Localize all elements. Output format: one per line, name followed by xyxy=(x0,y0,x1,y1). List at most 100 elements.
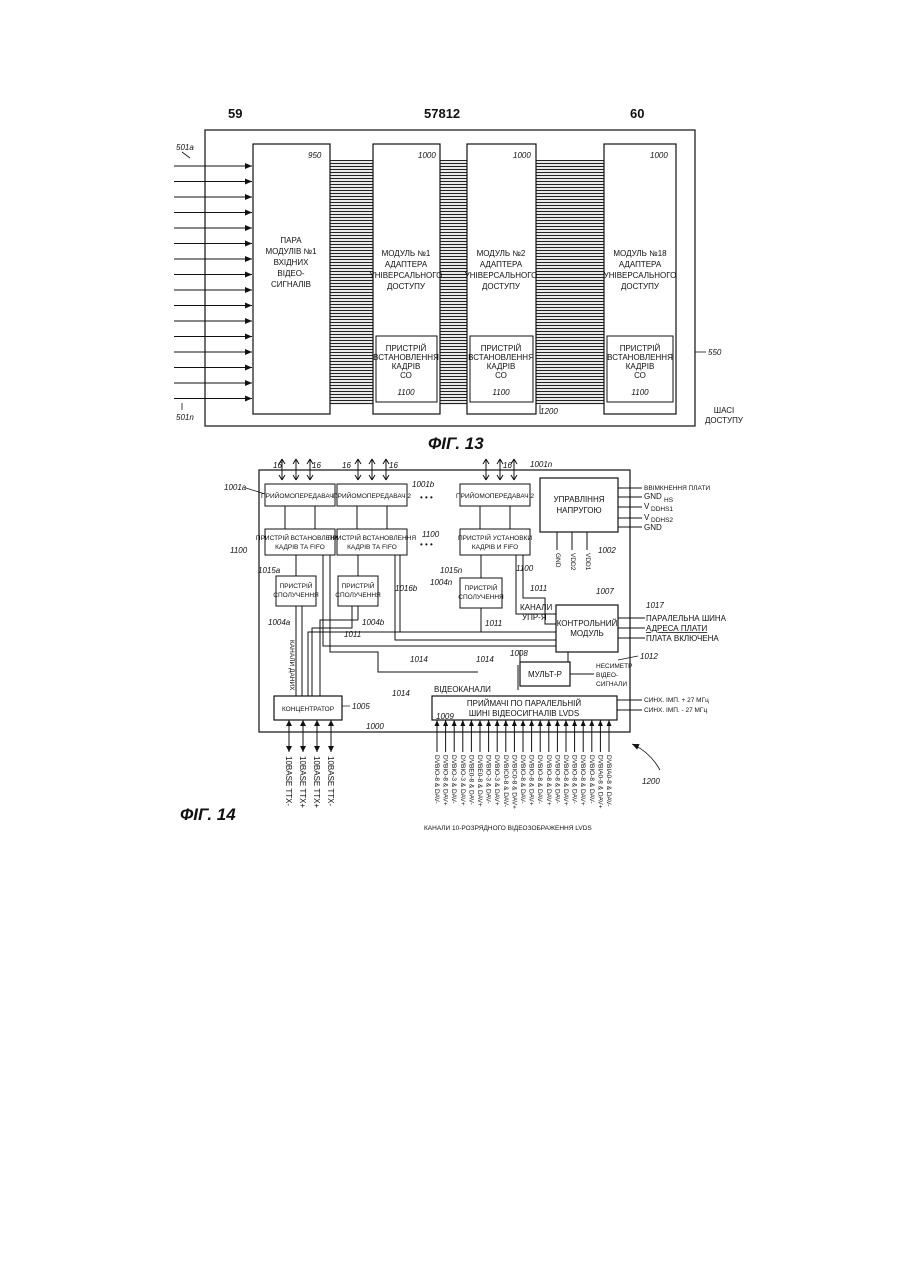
svg-text:ПРИЙОМОПЕРЕДАВАЧ 1: ПРИЙОМОПЕРЕДАВАЧ 1 xyxy=(261,491,339,500)
lvds-pin-arrow xyxy=(529,720,534,726)
svg-text:ПРИСТРІЙ: ПРИСТРІЙ xyxy=(481,344,522,353)
svg-text:СИНХ. ІМП. + 27 МГц: СИНХ. ІМП. + 27 МГц xyxy=(644,697,709,704)
bus-hatch-2 xyxy=(440,160,467,405)
module-ref: 1000 xyxy=(513,151,531,160)
frame-fifo-unit-n xyxy=(460,529,530,555)
lvds-label: DVBIO-3 & DAV- xyxy=(450,755,457,804)
ref-1014-a: 1014 xyxy=(410,655,428,664)
svg-text:ВСТАНОВЛЕННЯ: ВСТАНОВЛЕННЯ xyxy=(373,353,439,362)
ethernet-pin-arrow xyxy=(300,746,306,752)
lvds-label: DVBIA0-8 & DAV+ xyxy=(596,755,603,809)
svg-text:1100: 1100 xyxy=(397,388,415,397)
svg-text:ДОСТУПУ: ДОСТУПУ xyxy=(387,282,426,291)
ref-1008: 1008 xyxy=(510,649,528,658)
board-ref: 1001a xyxy=(224,483,247,492)
svg-text:ВІДЕО-: ВІДЕО- xyxy=(596,672,618,679)
svg-text:ПРИЙОМОПЕРЕДАВАЧ 2: ПРИЙОМОПЕРЕДАВАЧ 2 xyxy=(456,491,534,500)
port-labels: 16 16 16 16 16 xyxy=(273,461,512,470)
svg-text:ПРИСТРІЙ: ПРИСТРІЙ xyxy=(465,583,498,592)
svg-text:УПРАВЛІННЯ: УПРАВЛІННЯ xyxy=(553,495,604,504)
svg-text:АДАПТЕРА: АДАПТЕРА xyxy=(385,260,428,269)
svg-text:ПРИСТРІЙ: ПРИСТРІЙ xyxy=(386,344,427,353)
lvds-label: DVBIO-8 & DAV- xyxy=(519,755,526,804)
svg-text:СО: СО xyxy=(634,371,646,380)
svg-text:ВВІМКНЕННЯ ПЛАТИ: ВВІМКНЕННЯ ПЛАТИ xyxy=(644,485,710,492)
ethernet-label: 10BASE TTX- xyxy=(326,756,335,806)
svg-text:DDHS1: DDHS1 xyxy=(651,506,673,513)
coupling-unit-n xyxy=(460,578,502,608)
svg-text:УНІВЕРСАЛЬНОГО: УНІВЕРСАЛЬНОГО xyxy=(604,271,677,280)
lvds-label: DVBIO-3 & DAV+ xyxy=(459,755,466,806)
svg-text:HS: HS xyxy=(664,497,674,504)
input-arrow-head xyxy=(245,241,252,247)
coupling-unit-2 xyxy=(338,576,378,606)
ellipsis-top: • • • xyxy=(420,493,433,502)
lvds-pin-arrow xyxy=(598,720,603,726)
svg-text:АДРЕСА ПЛАТИ: АДРЕСА ПЛАТИ xyxy=(646,624,707,633)
svg-text:МУЛЬТ-Р: МУЛЬТ-Р xyxy=(528,670,562,679)
frame-fifo-unit-1 xyxy=(265,529,335,555)
ref-1002: 1002 xyxy=(598,546,616,555)
lvds-pin-arrow xyxy=(538,720,543,726)
ethernet-pin-arrow xyxy=(286,746,292,752)
svg-text:V: V xyxy=(644,513,650,522)
svg-text:МОДУЛЬ №18: МОДУЛЬ №18 xyxy=(613,249,667,258)
svg-text:16: 16 xyxy=(273,461,282,470)
ref-1017: 1017 xyxy=(646,601,664,610)
svg-text:ШАСІ: ШАСІ xyxy=(714,406,735,415)
ref-1015n: 1015n xyxy=(440,566,463,575)
svg-text:СПОЛУЧЕННЯ: СПОЛУЧЕННЯ xyxy=(273,592,319,599)
svg-text:КАНАЛИ: КАНАЛИ xyxy=(520,603,553,612)
svg-text:16: 16 xyxy=(503,461,512,470)
ethernet-pin-arrow xyxy=(286,720,292,726)
lvds-label: DVBIC0-8 & DAV+ xyxy=(510,755,517,809)
lvds-label: DVBIO-8 & DAV+ xyxy=(545,755,552,806)
lvds-pin-arrow xyxy=(546,720,551,726)
power-outputs xyxy=(557,532,587,550)
ref-1200: 1200 xyxy=(642,777,660,786)
svg-text:СО: СО xyxy=(495,371,507,380)
svg-text:УНІВЕРСАЛЬНОГО: УНІВЕРСАЛЬНОГО xyxy=(370,271,443,280)
lvds-pin-arrow xyxy=(460,720,465,726)
svg-text:ПЛАТА ВКЛЮЧЕНА: ПЛАТА ВКЛЮЧЕНА xyxy=(646,634,719,643)
power-inputs: ВВІМКНЕННЯ ПЛАТИ GND HS V DDHS1 V DDHS2 … xyxy=(618,485,710,532)
svg-text:СИГНАЛІВ: СИГНАЛІВ xyxy=(271,280,311,289)
bus-hatch-1 xyxy=(330,160,373,405)
input-arrow-head xyxy=(245,365,252,371)
svg-text:СПОЛУЧЕННЯ: СПОЛУЧЕННЯ xyxy=(335,592,381,599)
svg-text:ВХІДНИХ: ВХІДНИХ xyxy=(274,258,309,267)
svg-text:КАДРІВ И FIFO: КАДРІВ И FIFO xyxy=(472,544,518,551)
svg-text:КАДРІВ ТА FIFO: КАДРІВ ТА FIFO xyxy=(275,544,325,551)
ref-1016b: 1016b xyxy=(395,584,418,593)
svg-text:ВСТАНОВЛЕННЯ: ВСТАНОВЛЕННЯ xyxy=(468,353,534,362)
transceiver-links xyxy=(285,506,510,529)
page-number-left: 59 xyxy=(228,106,242,121)
lvds-pin-arrow xyxy=(564,720,569,726)
svg-text:16: 16 xyxy=(342,461,351,470)
svg-text:КАДРІВ ТА FIFO: КАДРІВ ТА FIFO xyxy=(347,544,397,551)
svg-text:УПР-Я: УПР-Я xyxy=(522,613,547,622)
input-arrow-head xyxy=(245,272,252,278)
svg-text:ПРИСТРІЙ УСТАНОВКИ: ПРИСТРІЙ УСТАНОВКИ xyxy=(458,533,532,542)
svg-text:НЕСИМЕТР: НЕСИМЕТР xyxy=(596,663,632,670)
lvds-pin-arrow xyxy=(503,720,508,726)
svg-text:МОДУЛІВ №1: МОДУЛІВ №1 xyxy=(265,247,317,256)
adapter-module-1: 1000 МОДУЛЬ №1 АДАПТЕРА УНІВЕРСАЛЬНОГО Д… xyxy=(370,144,443,414)
adapter-module-18: 1000 МОДУЛЬ №18 АДАПТЕРА УНІВЕРСАЛЬНОГО … xyxy=(604,144,677,414)
sync-inputs: СИНХ. ІМП. + 27 МГц СИНХ. ІМП. - 27 МГц xyxy=(617,697,709,714)
input-arrow-head xyxy=(245,287,252,293)
module-ref: 1000 xyxy=(650,151,668,160)
ethernet-label: 10BASE TTX+ xyxy=(312,756,321,808)
chassis-ref: 550 xyxy=(708,348,722,357)
input-arrow-head xyxy=(245,349,252,355)
input-arrow-head xyxy=(245,318,252,324)
ethernet-pin-arrow xyxy=(314,720,320,726)
svg-text:ДОСТУПУ: ДОСТУПУ xyxy=(482,282,521,291)
adapter-module-2: 1000 МОДУЛЬ №2 АДАПТЕРА УНІВЕРСАЛЬНОГО Д… xyxy=(465,144,538,414)
board-ref-1000: 1000 xyxy=(366,722,384,731)
svg-text:КОНТРОЛЬНИЙ: КОНТРОЛЬНИЙ xyxy=(557,619,618,628)
ethernet-labels: 10BASE TTX-10BASE TTX+10BASE TTX+10BASE … xyxy=(284,756,335,808)
input-arrow-head xyxy=(245,225,252,231)
power-control-block xyxy=(540,478,618,532)
svg-text:ПРИЙОМОПЕРЕДАВАЧ 2: ПРИЙОМОПЕРЕДАВАЧ 2 xyxy=(333,491,411,500)
